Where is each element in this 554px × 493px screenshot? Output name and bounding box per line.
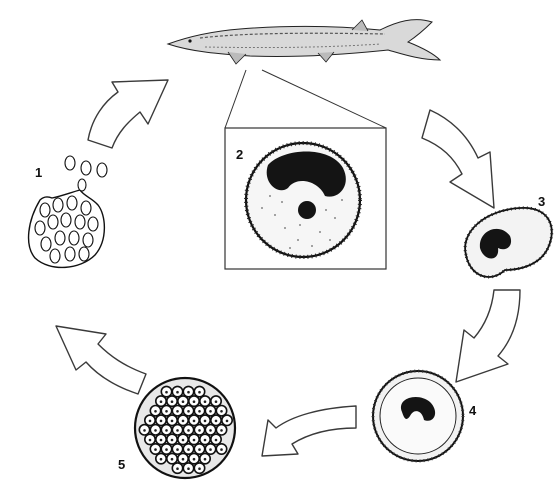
morula-cell-dot — [209, 429, 212, 432]
morula-cell-dot — [154, 448, 157, 451]
morula-cell-dot — [182, 400, 185, 403]
morula-cell-dot — [187, 410, 190, 413]
morula-cell-dot — [160, 439, 163, 442]
morula-cell-dot — [187, 467, 190, 470]
morula-cell-dot — [215, 420, 218, 423]
morula-cell-dot — [209, 410, 212, 413]
stage-label-3: 3 — [538, 195, 545, 208]
morula-cell-dot — [176, 467, 179, 470]
morula-cell-dot — [143, 429, 146, 432]
morula-cell-dot — [160, 420, 163, 423]
morula-cell-dot — [204, 439, 207, 442]
morula-cell-dot — [209, 448, 212, 451]
morula-cell-dot — [176, 429, 179, 432]
morula-cell-dot — [171, 458, 174, 461]
morula-cell-dot — [220, 410, 223, 413]
stage-4-egg — [373, 371, 463, 461]
morula-cell-dot — [182, 458, 185, 461]
arrow-3-to-4 — [456, 290, 520, 382]
zoom-lines — [225, 70, 386, 128]
morula-cell-dot — [215, 439, 218, 442]
stage-2-egg-box — [225, 128, 386, 269]
morula-cell-dot — [193, 400, 196, 403]
morula-cell-dot — [198, 391, 201, 394]
arrow-5-to-1 — [56, 326, 146, 394]
morula-cell-dot — [198, 429, 201, 432]
morula-cell-dot — [176, 391, 179, 394]
stage-label-5: 5 — [118, 458, 125, 471]
morula-cell-dot — [160, 458, 163, 461]
morula-cell-dot — [193, 420, 196, 423]
morula-cell-dot — [198, 448, 201, 451]
morula-cell-dot — [176, 448, 179, 451]
arrow-4-to-5 — [262, 406, 356, 456]
morula-cell-dot — [187, 429, 190, 432]
morula-cell-dot — [182, 420, 185, 423]
stage-3-bean-egg — [465, 208, 552, 277]
morula-cell-dot — [149, 439, 152, 442]
stage-label-4: 4 — [469, 404, 476, 417]
morula-cell-dot — [193, 439, 196, 442]
morula-cell-dot — [154, 429, 157, 432]
morula-cell-dot — [176, 410, 179, 413]
morula-cell-dot — [171, 420, 174, 423]
morula-cell-dot — [160, 400, 163, 403]
morula-cell-dot — [154, 410, 157, 413]
morula-cell-dot — [193, 458, 196, 461]
morula-cell-dot — [165, 410, 168, 413]
morula-cell-dot — [149, 420, 152, 423]
morula-cell-dot — [220, 429, 223, 432]
arrow-1-to-fish — [88, 80, 168, 148]
morula-cell-dot — [204, 420, 207, 423]
stage-label-2: 2 — [236, 148, 243, 161]
arrow-fish-to-3 — [422, 110, 494, 208]
stage-label-1: 1 — [35, 166, 42, 179]
morula-cell-dot — [165, 391, 168, 394]
morula-cell-dot — [182, 439, 185, 442]
morula-cell-dot — [171, 439, 174, 442]
morula-cell-dot — [220, 448, 223, 451]
morula-cell-dot — [226, 420, 229, 423]
morula-cell-dot — [165, 448, 168, 451]
morula-cell-dot — [198, 467, 201, 470]
morula-cell-dot — [215, 400, 218, 403]
morula-cell-dot — [165, 429, 168, 432]
stage-5-morula-egg — [135, 378, 235, 478]
morula-cell-dot — [171, 400, 174, 403]
morula-cell-dot — [204, 458, 207, 461]
morula-cell-dot — [204, 400, 207, 403]
sturgeon-fish-illustration — [168, 20, 440, 64]
morula-cell-dot — [198, 410, 201, 413]
morula-cell-dot — [187, 448, 190, 451]
morula-cell-dot — [187, 391, 190, 394]
